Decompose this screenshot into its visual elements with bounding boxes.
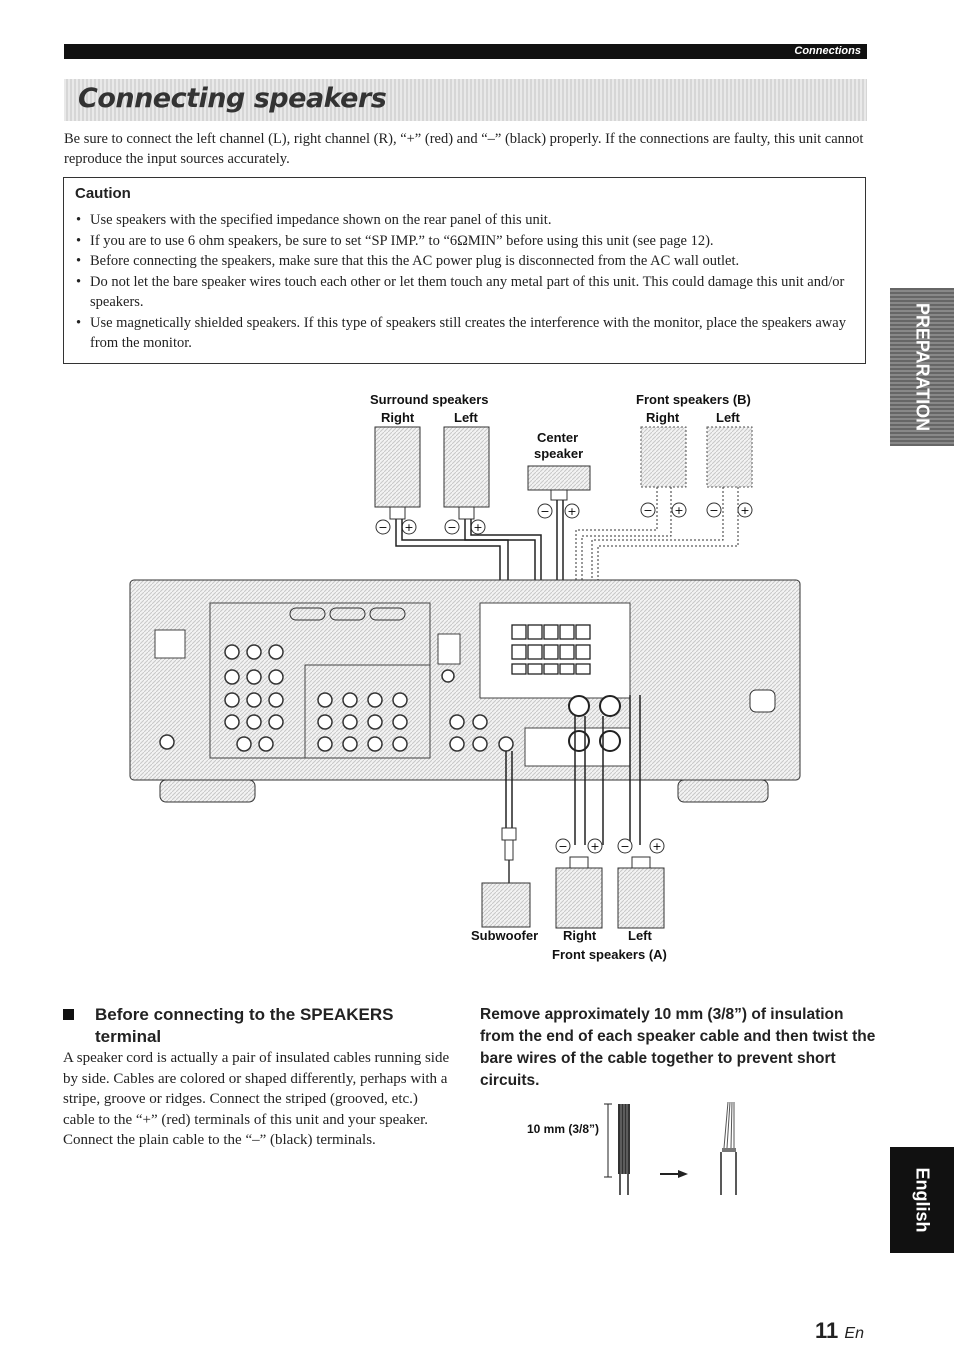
list-item: Use magnetically shielded speakers. If t… bbox=[74, 313, 856, 354]
front-a-wires bbox=[505, 695, 641, 845]
list-item: If you are to use 6 ohm speakers, be sur… bbox=[74, 231, 856, 252]
front-a-label: Front speakers (A) bbox=[552, 947, 667, 962]
front-a-right-label: Right bbox=[563, 928, 597, 943]
title-banner: Connecting speakers bbox=[64, 79, 867, 121]
surround-left-speaker: − + bbox=[443, 426, 490, 535]
front-a-left-label: Left bbox=[628, 928, 652, 943]
center-speaker: − + bbox=[527, 465, 591, 519]
list-item: Do not let the bare speaker wires touch … bbox=[74, 272, 856, 313]
front-b-left-speaker: − + bbox=[706, 426, 753, 518]
page-number: 11 En bbox=[815, 1318, 864, 1344]
front-a-left-speaker: − + bbox=[617, 838, 665, 929]
header-bar: Connections bbox=[64, 44, 867, 59]
front-b-label: Front speakers (B) bbox=[636, 392, 751, 407]
preparation-tab: PREPARATION bbox=[890, 288, 954, 446]
svg-text:−: − bbox=[643, 504, 652, 517]
surround-left-label: Left bbox=[454, 410, 478, 425]
front-a-right-speaker: − + bbox=[555, 838, 603, 929]
svg-text:−: − bbox=[447, 521, 456, 534]
measure-label: 10 mm (3/8”) bbox=[527, 1122, 600, 1136]
instruction-text: Remove approximately 10 mm (3/8”) of ins… bbox=[480, 1006, 876, 1089]
svg-text:+: + bbox=[674, 504, 683, 517]
page-title: Connecting speakers bbox=[78, 83, 387, 114]
surround-right-label: Right bbox=[381, 410, 415, 425]
speaker-connection-diagram: − + − + − + − + − + bbox=[129, 426, 801, 929]
svg-text:−: − bbox=[378, 521, 387, 534]
list-item: Use speakers with the specified impedanc… bbox=[74, 210, 856, 231]
svg-text:−: − bbox=[558, 840, 567, 853]
svg-text:−: − bbox=[709, 504, 718, 517]
english-tab: English bbox=[890, 1147, 954, 1253]
svg-text:+: + bbox=[652, 840, 661, 853]
caution-box: Caution Use speakers with the specified … bbox=[63, 177, 866, 364]
section-heading: Before connecting to the SPEAKERS termin… bbox=[63, 1004, 463, 1048]
svg-text:+: + bbox=[590, 840, 599, 853]
front-b-left-label: Left bbox=[716, 410, 740, 425]
english-tab-label: English bbox=[912, 1167, 933, 1233]
surround-speakers-label: Surround speakers bbox=[370, 392, 489, 407]
page-language: En bbox=[844, 1325, 864, 1342]
page-number-value: 11 bbox=[815, 1318, 839, 1343]
bullet-square-icon bbox=[63, 1009, 74, 1020]
svg-text:+: + bbox=[740, 504, 749, 517]
subwoofer-speaker bbox=[481, 882, 531, 928]
receiver-rear-panel bbox=[129, 579, 801, 803]
center-label-line1: Center bbox=[537, 430, 579, 445]
subwoofer-plug bbox=[501, 827, 517, 885]
svg-text:−: − bbox=[540, 505, 549, 518]
front-b-right-speaker: − + bbox=[640, 426, 687, 518]
svg-text:+: + bbox=[404, 521, 413, 534]
svg-text:+: + bbox=[567, 505, 576, 518]
intro-paragraph: Be sure to connect the left channel (L),… bbox=[64, 131, 864, 167]
surround-right-speaker: − + bbox=[374, 426, 421, 535]
front-b-right-label: Right bbox=[646, 410, 680, 425]
cable-strip-diagram bbox=[604, 1101, 737, 1195]
section-heading-text: Before connecting to the SPEAKERS termin… bbox=[95, 1005, 394, 1046]
caution-list: Use speakers with the specified impedanc… bbox=[74, 210, 856, 354]
svg-text:+: + bbox=[473, 521, 482, 534]
center-label-line2: speaker bbox=[534, 446, 584, 461]
list-item: Before connecting the speakers, make sur… bbox=[74, 251, 856, 272]
section-body: A speaker cord is actually a pair of ins… bbox=[63, 1050, 450, 1148]
section-label: Connections bbox=[794, 45, 861, 57]
svg-text:−: − bbox=[620, 840, 629, 853]
caution-heading: Caution bbox=[75, 185, 131, 202]
subwoofer-label: Subwoofer bbox=[471, 928, 539, 943]
